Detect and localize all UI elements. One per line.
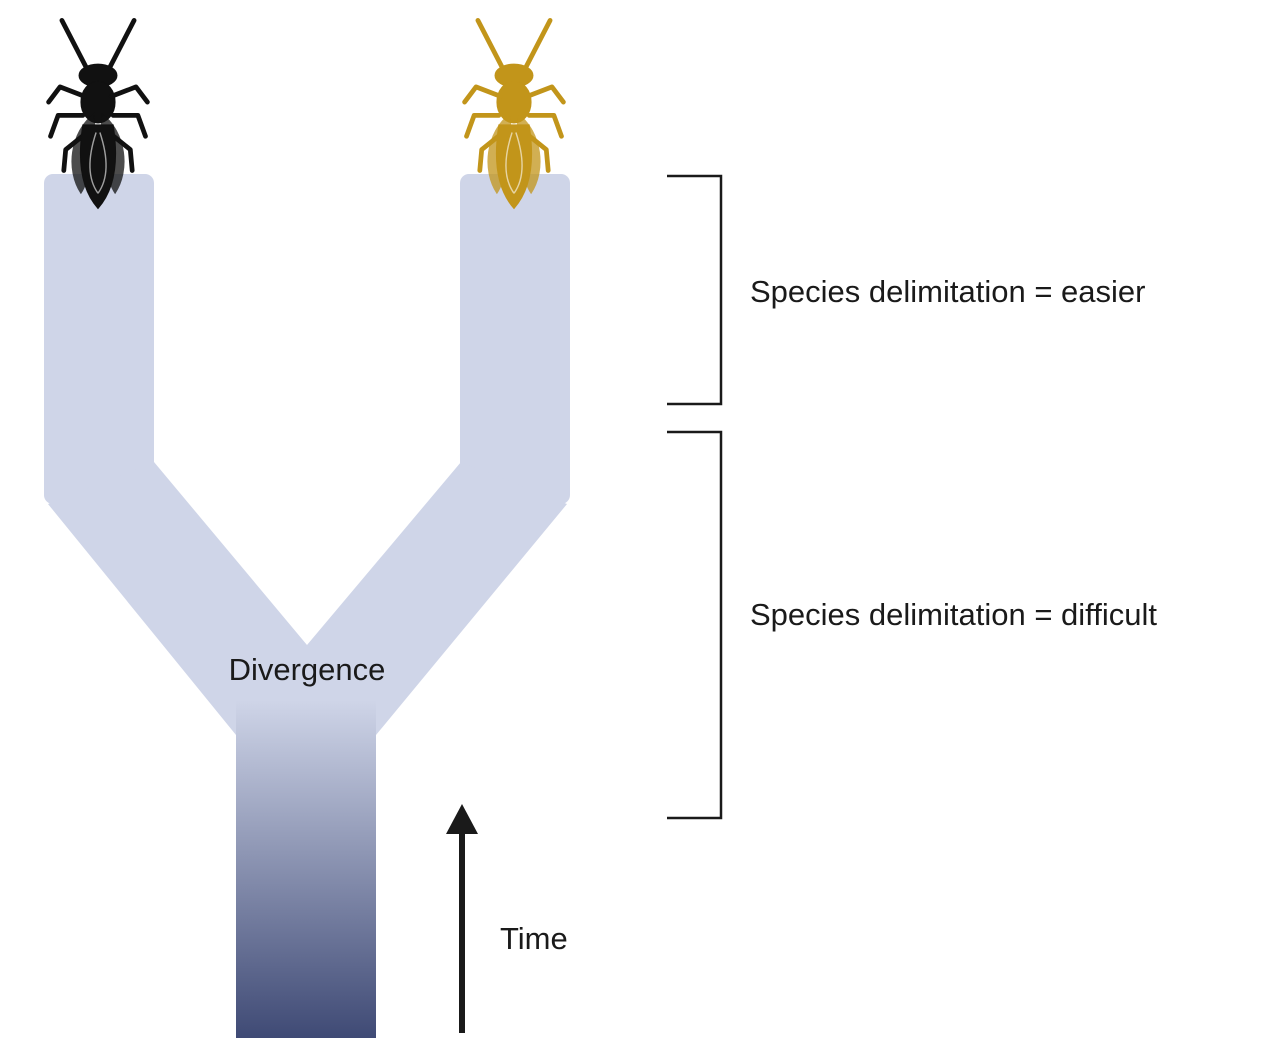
trunk [236,700,376,1038]
difficult-label: Species delimitation = difficult [750,597,1157,632]
difficult-bracket [667,430,723,820]
easier-label: Species delimitation = easier [750,274,1145,309]
right-branch [460,174,570,504]
divergence-label: Divergence [229,652,386,687]
time-arrow [446,804,478,1033]
time-label: Time [500,921,568,956]
left-branch [44,174,154,504]
fork [48,462,567,735]
easier-bracket [667,174,723,406]
phylogeny-tree: Divergence [44,174,570,1038]
